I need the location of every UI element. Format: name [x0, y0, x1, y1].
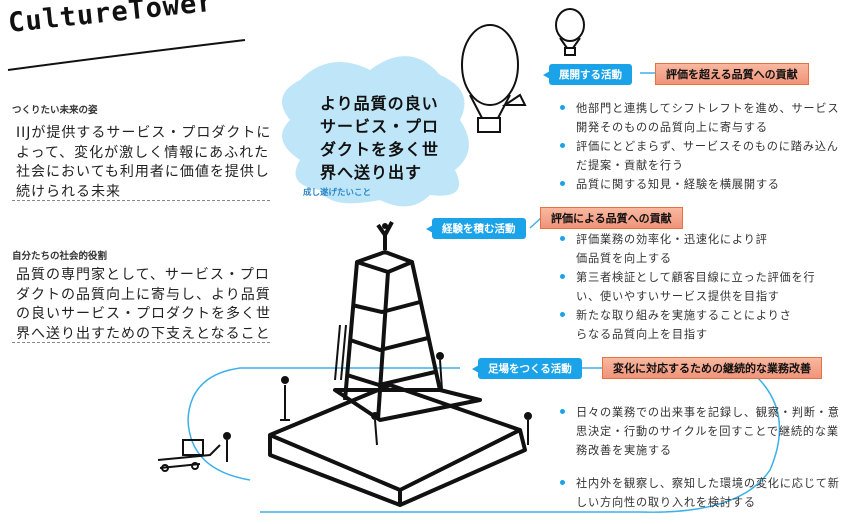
bullet-item: 評価にとどまらず、サービスそのものに踏み込んだ提案・貢献を行う [560, 137, 845, 175]
activity-bullets-expand: 他部門と連携してシフトレフトを進め、サービス開発そのものの品質向上に寄与する 評… [560, 99, 845, 194]
role-text: 品質の専門家として、サービス・プロダクトの品質向上に寄与し、より品質の良いサービ… [16, 267, 271, 342]
balloon-icon [461, 8, 585, 133]
cycle-loop [187, 359, 781, 513]
activity-bullets-foundation: 日々の業務での出来事を記録し、観察・判断・意思決定・行動のサイクルを回すことで継… [560, 403, 845, 512]
activity-title-expand: 評価を超える品質への貢献 [655, 63, 809, 85]
activity-label-foundation: 足場をつくる活動 [472, 358, 582, 379]
future-heading: つくりたい未来の姿 [12, 105, 98, 116]
future-text: IIJが提供するサービス・プロダクトによって、変化が激しく情報にあふれた社会にお… [16, 125, 272, 200]
bullet-item: 他部門と連携してシフトレフトを進め、サービス開発そのものの品質向上に寄与する [560, 99, 845, 137]
divider [12, 342, 270, 343]
activity-title-experience: 評価による品質への貢献 [540, 207, 683, 229]
goal-cloud [282, 56, 469, 207]
bullet-item: 品質に関する知見・経験を横展開する [560, 175, 845, 194]
activity-bullets-experience: 評価業務の効率化・迅速化により評価品質を向上する 第三者検証として顧客目線に立っ… [560, 230, 840, 344]
bullet-item: 第三者検証として顧客目線に立った評価を行い、使いやすいサービス提供を目指す [560, 268, 836, 306]
role-heading: 自分たちの社会的役割 [12, 251, 108, 262]
logo-underline [7, 39, 246, 71]
bullet-item: 日々の業務での出来事を記録し、観察・判断・意思決定・行動のサイクルを回すことで継… [560, 403, 845, 460]
activity-label-experience: 経験を積む活動 [426, 218, 526, 239]
activity-label-expand: 展開する活動 [543, 64, 632, 85]
divider [12, 200, 270, 201]
goal-text: より品質の良いサービス・プロダクトを多く世界へ送り出す [320, 94, 440, 182]
bullet-item: 社内外を観察し、察知した環境の変化に応じて新しい方向性の取り入れを検討する [560, 474, 845, 512]
activity-title-foundation: 変化に対応するための継続的な業務改善 [602, 357, 822, 379]
workers-icon [157, 324, 532, 472]
bullet-item: 評価業務の効率化・迅速化により評価品質を向上する [560, 230, 771, 268]
tower-icon [268, 221, 527, 507]
goal-label: 成し遂げたいこと [303, 188, 372, 198]
bullet-item: 新たな取り組みを実施することによりさらなる品質向上を目指す [560, 306, 796, 344]
